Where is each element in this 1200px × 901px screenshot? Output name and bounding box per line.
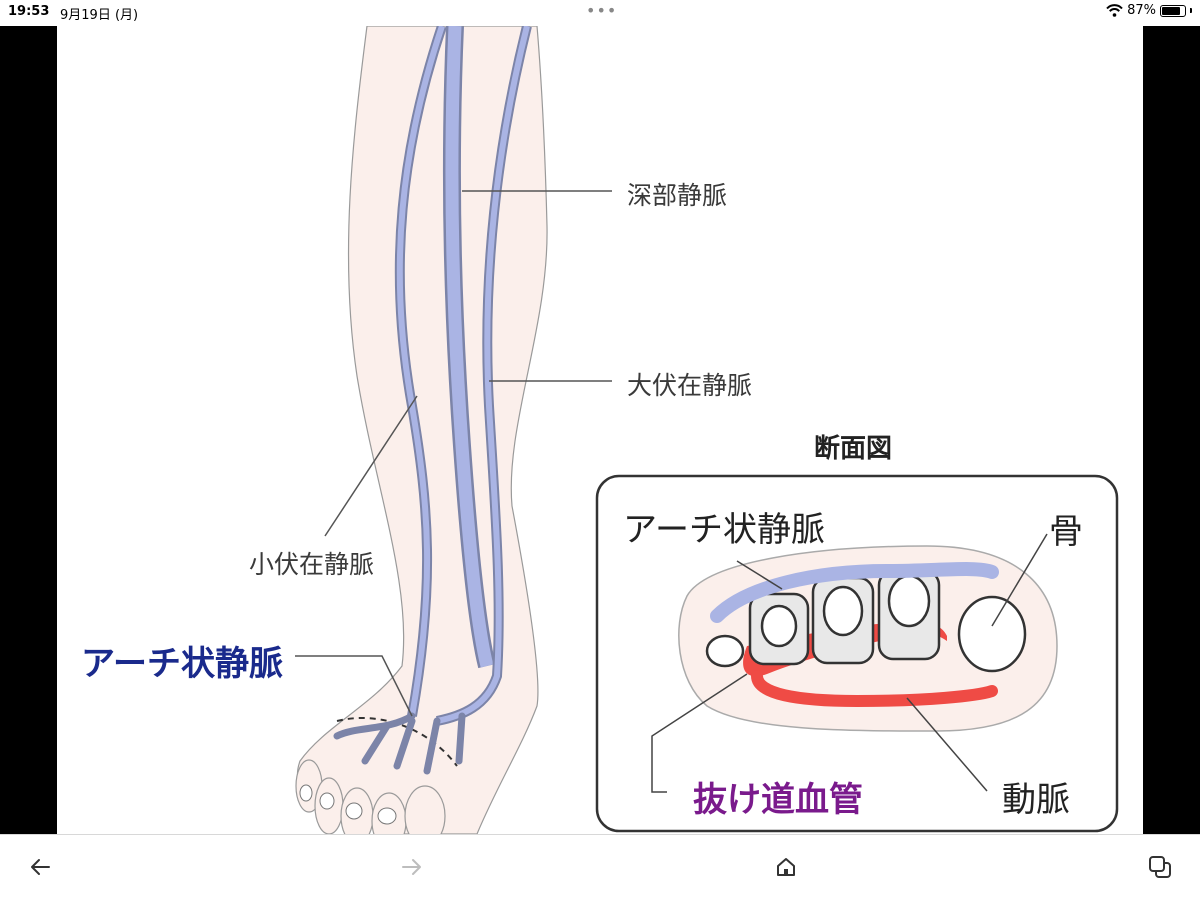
battery-percent: 87% (1127, 3, 1156, 18)
inset-leader-lines (651, 533, 1048, 793)
back-button[interactable] (22, 849, 58, 885)
leader-lines (295, 190, 612, 717)
tabs-icon (1149, 856, 1171, 878)
label-artery: 動脈 (1002, 780, 1070, 820)
status-date: 9月19日 (月) (60, 8, 139, 23)
status-time: 19:53 (8, 4, 50, 19)
foot-arch-veins (333, 712, 466, 775)
home-icon (777, 858, 795, 876)
wifi-icon (1106, 4, 1123, 17)
label-great-saphenous-vein: 大伏在静脈 (627, 371, 753, 400)
back-arrow-icon (31, 859, 50, 875)
label-bone: 骨 (1049, 512, 1083, 552)
home-button[interactable] (768, 849, 804, 885)
cross-section-bones (705, 569, 1027, 673)
label-small-saphenous-vein: 小伏在静脈 (249, 550, 375, 579)
tabs-button[interactable] (1142, 849, 1178, 885)
forward-arrow-icon (402, 859, 421, 875)
battery-level (1162, 6, 1181, 15)
cross-section-arch-vein (710, 562, 999, 623)
status-bar: 19:53 9月19日 (月) ••• 87% (0, 0, 1200, 26)
leg-silhouette (296, 26, 548, 834)
toenails (299, 784, 397, 825)
label-arch-vein: アーチ状静脈 (81, 644, 283, 684)
label-cross-section-title: 断面図 (814, 434, 893, 464)
multitask-dots-icon[interactable]: ••• (586, 1, 618, 20)
letterbox-right (1143, 26, 1200, 834)
letterbox-left (0, 26, 57, 834)
anatomy-figure: 深部静脈 大伏在静脈 小伏在静脈 アーチ状静脈 断面図 アーチ状静脈 骨 抜け道… (57, 26, 1143, 834)
label-arch-vein-inset: アーチ状静脈 (623, 510, 825, 550)
section-dashed-line (336, 717, 458, 767)
battery-icon (1160, 4, 1186, 17)
status-indicators: 87% (1106, 3, 1192, 18)
bottom-toolbar (0, 834, 1200, 901)
figure-drawing (295, 26, 1119, 834)
label-deep-vein: 深部静脈 (627, 181, 728, 210)
label-bypass-vessel: 抜け道血管 (693, 780, 863, 820)
forward-button[interactable] (394, 849, 430, 885)
battery-tip (1190, 8, 1192, 13)
